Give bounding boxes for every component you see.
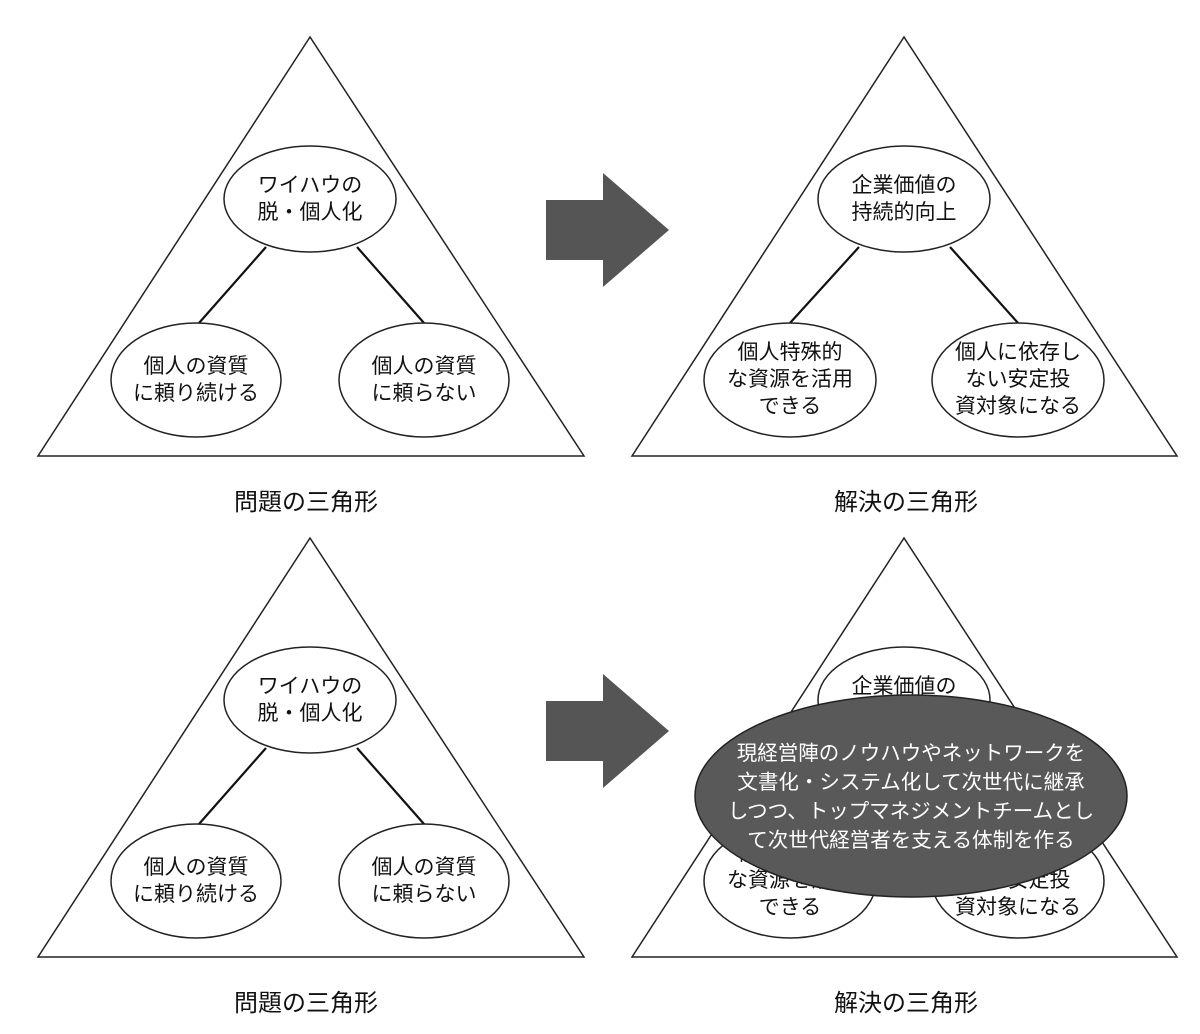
- node-right-line3: 資対象になる: [955, 394, 1081, 418]
- node-left: [703, 322, 877, 438]
- solution-triangle-top: 企業価値の 持続的向上 個人特殊的 な資源を活用 できる 個人に依存し ない安定…: [630, 35, 1179, 516]
- caption: 解決の三角形: [834, 488, 978, 516]
- caption: 解決の三角形: [834, 989, 978, 1017]
- overlay-line4: て次世代経営者を支える体制を作る: [747, 828, 1074, 852]
- node-left-line2: な資源を活用: [727, 367, 853, 391]
- problem-triangle-top: ワイハウの 脱・個人化 個人の資質 に頼り続ける 個人の資質 に頼らない 問題の…: [36, 35, 586, 516]
- node-left-line1: 個人の資質: [144, 855, 249, 879]
- node-top: [223, 646, 397, 754]
- node-right-line1: 個人の資質: [372, 354, 477, 378]
- connector-line: [356, 747, 425, 825]
- connector-line: [949, 246, 1019, 324]
- overlay-line3: しつつ、トップマネジメントチームとし: [728, 799, 1094, 823]
- node-top-line2: 脱・個人化: [258, 701, 363, 725]
- connector-line: [789, 246, 860, 324]
- node-right-line1: 個人の資質: [372, 855, 477, 879]
- overlay-line1: 現経営陣のノウハウやネットワークを: [737, 741, 1086, 765]
- node-top-line1: 企業価値の: [852, 173, 957, 197]
- node-left-line2: に頼り続ける: [133, 381, 259, 405]
- arrow-icon: [546, 173, 669, 287]
- connector-line: [198, 246, 267, 324]
- node-left: [110, 322, 282, 438]
- node-left: [110, 823, 282, 939]
- node-top: [223, 145, 397, 253]
- node-top-line1: ワイハウの: [258, 173, 363, 197]
- node-top: [817, 145, 991, 253]
- node-left-line1: 個人の資質: [144, 354, 249, 378]
- node-top-line2: 持続的向上: [852, 200, 957, 224]
- caption: 問題の三角形: [234, 488, 378, 516]
- node-right-line2: に頼らない: [372, 381, 477, 405]
- node-top-line1: ワイハウの: [258, 674, 363, 698]
- node-top-line1: 企業価値の: [852, 674, 957, 698]
- connector-line: [356, 246, 425, 324]
- arrow-icon: [546, 674, 669, 788]
- node-right: [338, 823, 510, 939]
- node-left-line3: できる: [759, 895, 822, 919]
- node-top-line2: 脱・個人化: [258, 200, 363, 224]
- node-left-line2: に頼り続ける: [133, 882, 259, 906]
- caption: 問題の三角形: [234, 989, 378, 1017]
- node-right-line2: に頼らない: [372, 882, 477, 906]
- overlay-ellipse: [694, 694, 1128, 898]
- node-left-line1: 個人特殊的: [738, 340, 843, 364]
- node-left-line3: できる: [759, 394, 822, 418]
- connector-line: [198, 747, 267, 825]
- overlay-line2: 文書化・システム化して次世代に継承: [737, 770, 1084, 794]
- problem-triangle-bottom: ワイハウの 脱・個人化 個人の資質 に頼り続ける 個人の資質 に頼らない 問題の…: [36, 536, 586, 1017]
- node-right-line2: ない安定投: [966, 367, 1071, 391]
- solution-triangle-bottom: 企業価値の 持続的向上 個人特殊的 な資源を活用 できる 個人に依存し ない安定…: [630, 536, 1179, 1017]
- node-right: [931, 322, 1105, 438]
- node-right-line3: 資対象になる: [955, 895, 1081, 919]
- node-right: [338, 322, 510, 438]
- node-right-line1: 個人に依存し: [955, 340, 1081, 364]
